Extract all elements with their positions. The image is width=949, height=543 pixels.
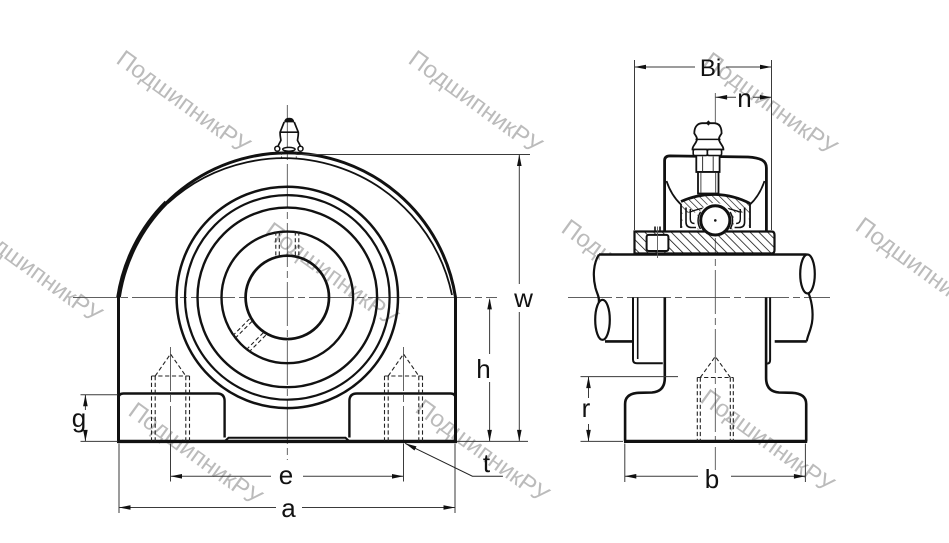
svg-text:n: n [737,83,751,113]
svg-text:b: b [705,464,719,494]
svg-text:h: h [476,354,490,384]
svg-text:t: t [483,448,491,478]
svg-text:r: r [582,393,591,423]
svg-text:w: w [513,283,533,313]
svg-text:Bi: Bi [700,55,721,82]
svg-text:e: e [279,460,293,490]
svg-text:g: g [72,403,86,433]
svg-text:a: a [281,493,296,523]
